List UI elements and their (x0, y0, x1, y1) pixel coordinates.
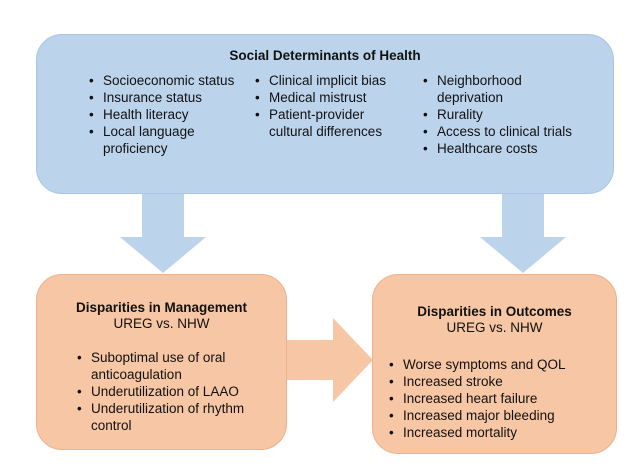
list-item: Clinical implicit bias (253, 72, 413, 89)
outcomes-subtitle: UREG vs. NHW (446, 320, 543, 335)
management-subtitle: UREG vs. NHW (113, 316, 210, 331)
list-item: Worse symptoms and QOL (387, 356, 615, 373)
list-item: Underutilization of LAAO (75, 383, 280, 400)
management-disparities-box: Disparities in Management UREG vs. NHW S… (36, 274, 287, 450)
list-item: Medical mistrust (253, 89, 413, 106)
management-list: Suboptimal use of oral anticoagulation U… (75, 349, 280, 434)
down-arrow-to-outcomes (480, 193, 566, 273)
outcomes-disparities-box: Disparities in Outcomes UREG vs. NHW Wor… (372, 274, 617, 454)
sdoh-column-2: Clinical implicit bias Medical mistrust … (253, 72, 413, 140)
list-item: Access to clinical trials (421, 123, 611, 140)
list-item: Suboptimal use of oral anticoagulation (75, 349, 276, 383)
list-item: Patient-provider cultural differences (253, 106, 409, 140)
sdoh-column-3: Neighborhood deprivation Rurality Access… (421, 72, 611, 157)
right-arrow-management-to-outcomes (287, 318, 373, 402)
management-title: Disparities in Management (75, 300, 248, 315)
list-item: Insurance status (87, 89, 252, 106)
list-item: Neighborhood deprivation (421, 72, 577, 106)
sdoh-title: Social Determinants of Health (229, 48, 421, 63)
list-item: Local language proficiency (87, 123, 233, 157)
outcomes-title: Disparities in Outcomes (417, 304, 572, 319)
sdoh-column-1: Socioeconomic status Insurance status He… (87, 72, 252, 157)
social-determinants-box: Social Determinants of Health Socioecono… (36, 34, 614, 194)
list-item: Rurality (421, 106, 611, 123)
down-arrow-to-management (120, 193, 206, 273)
list-item: Socioeconomic status (87, 72, 252, 89)
list-item: Healthcare costs (421, 140, 611, 157)
list-item: Increased stroke (387, 373, 615, 390)
list-item: Increased heart failure (387, 390, 615, 407)
list-item: Increased major bleeding (387, 407, 615, 424)
list-item: Health literacy (87, 106, 252, 123)
list-item: Increased mortality (387, 424, 615, 441)
list-item: Underutilization of rhythm control (75, 400, 276, 434)
outcomes-list: Worse symptoms and QOL Increased stroke … (387, 356, 615, 441)
